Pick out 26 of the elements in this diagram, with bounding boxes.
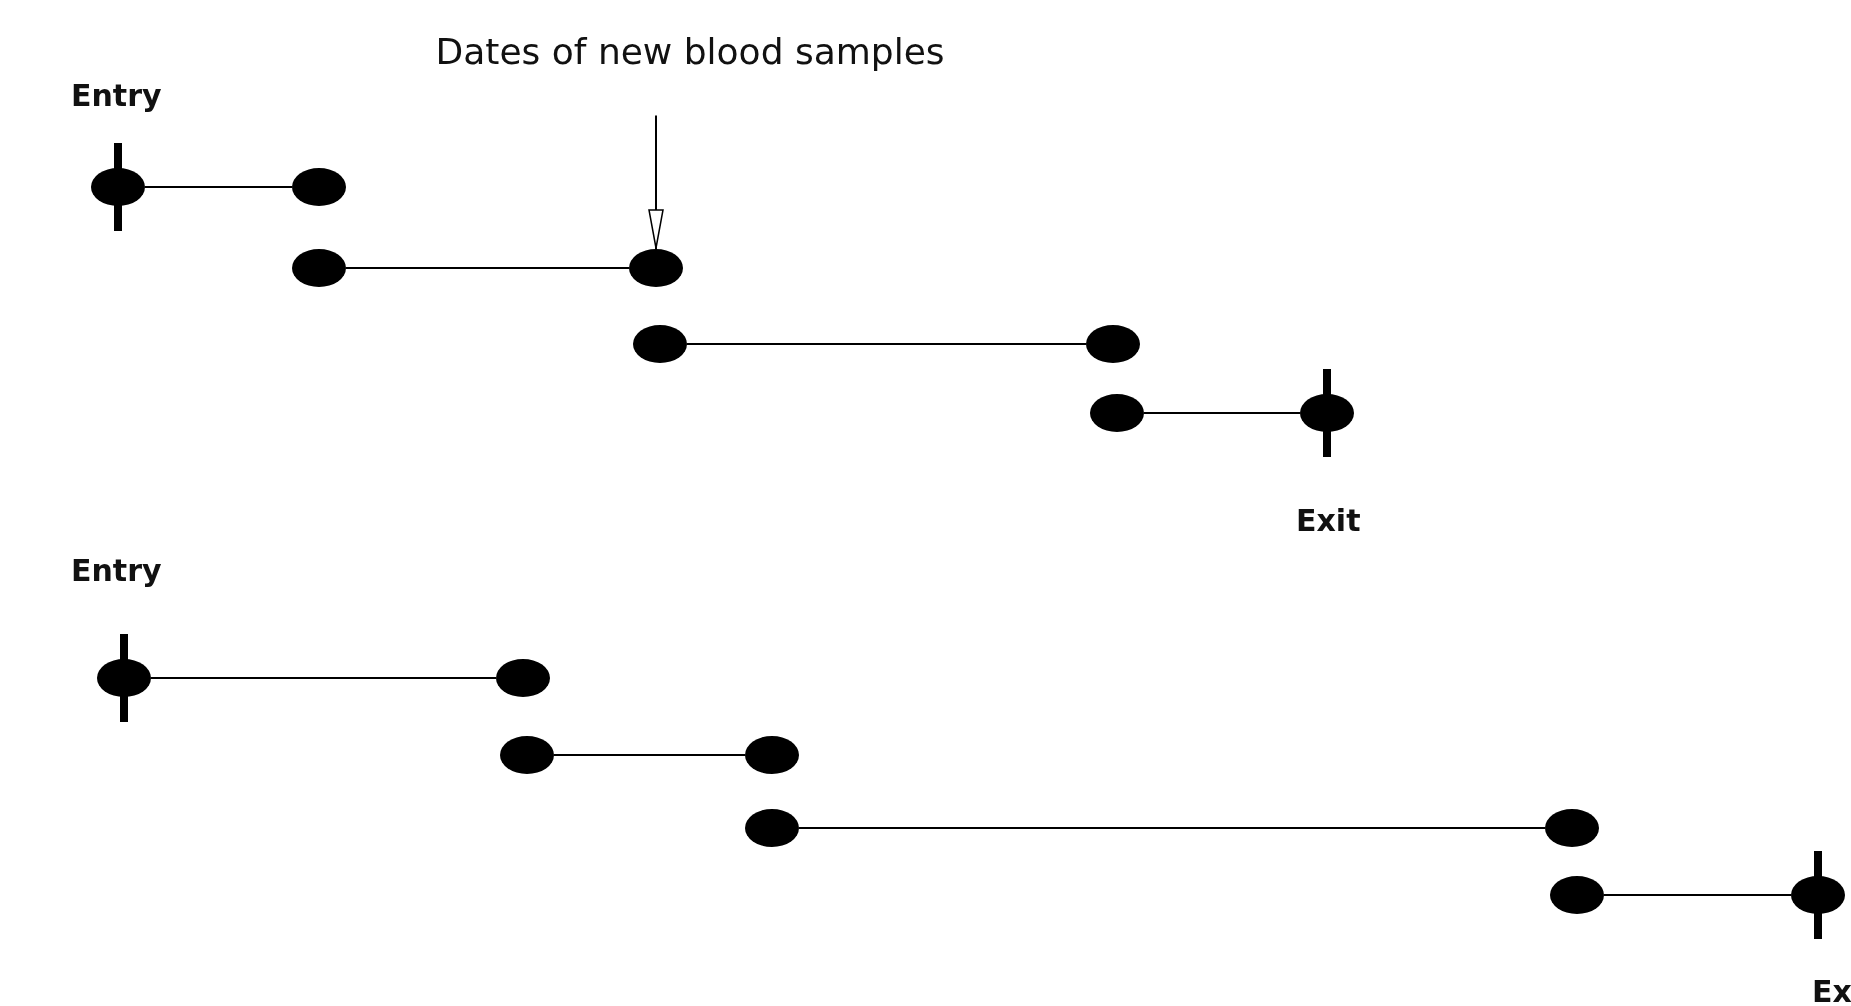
timeline-dot bbox=[292, 249, 346, 287]
timeline-dot bbox=[1086, 325, 1140, 363]
connector-line bbox=[144, 186, 293, 188]
timeline-label: Ex bbox=[1812, 974, 1851, 1006]
connector-line bbox=[1143, 412, 1301, 414]
connector-line bbox=[686, 343, 1087, 345]
timeline-dot bbox=[496, 659, 550, 697]
timeline-dot bbox=[292, 168, 346, 206]
arrow bbox=[648, 114, 664, 250]
timeline-dot bbox=[745, 809, 799, 847]
timeline-dot bbox=[1090, 394, 1144, 432]
timeline-label: Entry bbox=[71, 78, 162, 113]
timeline-dot bbox=[500, 736, 554, 774]
timeline-dot bbox=[1545, 809, 1599, 847]
annotation-text: Dates of new blood samples bbox=[435, 30, 945, 72]
connector-line bbox=[553, 754, 746, 756]
connector-line bbox=[150, 677, 497, 679]
timeline-label: Exit bbox=[1296, 503, 1361, 538]
timeline-dot bbox=[745, 736, 799, 774]
timeline-dot bbox=[629, 249, 683, 287]
timeline-dot bbox=[1550, 876, 1604, 914]
connector-line bbox=[798, 827, 1546, 829]
connector-line bbox=[345, 267, 630, 269]
timeline-label: Entry bbox=[71, 553, 162, 588]
timeline-dot bbox=[633, 325, 687, 363]
connector-line bbox=[1603, 894, 1792, 896]
